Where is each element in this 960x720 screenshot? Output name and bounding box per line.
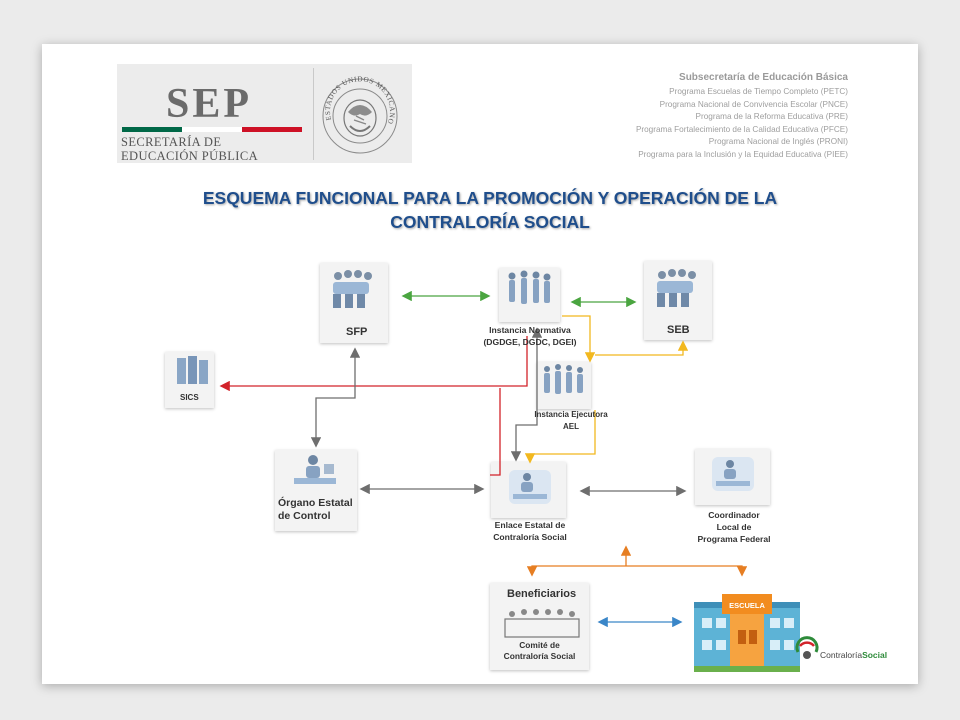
meeting-people-icon [657,269,696,307]
sep-logo-subtitle-2: EDUCACIÓN PÚBLICA [121,149,259,163]
caption-ejecutora-line-1: Instancia Ejecutora [534,410,608,419]
subsecretaria-title: Subsecretaría de Educación Básica [679,72,848,83]
caption-enlace-line-2: Contraloría Social [493,532,567,542]
caption-comite-line-2: Contraloría Social [503,651,576,661]
caption-coordinador-local: Coordinador Local de Programa Federal [680,509,788,545]
meeting-people-icon [333,270,372,308]
caption-ejecutora-line-2: AEL [563,422,579,431]
program-header: Subsecretaría de Educación Básica Progra… [636,72,848,161]
caption-normativa-line-2: (DGDGE, DGDC, DGEI) [483,337,577,347]
diagram-title-line-2: CONTRALORÍA SOCIAL [390,212,590,232]
program-line-1: Programa Escuelas de Tiempo Completo (PE… [669,87,848,96]
caption-instancia-normativa: Instancia Normativa (DGDGE, DGDC, DGEI) [462,324,598,348]
committee-table-icon [504,609,580,638]
label-beneficiarios: Beneficiarios [507,588,577,600]
caption-comite-line-1: Comité de [519,640,560,650]
diagram-title: ESQUEMA FUNCIONAL PARA LA PROMOCIÓN Y OP… [130,186,850,234]
arrow-sfp-organo [310,347,361,448]
node-sfp [320,263,388,343]
arrow-normativa-enlace [510,327,543,462]
node-seb [644,261,712,340]
sep-tricolor-bar [122,127,302,132]
label-sfp: SFP [346,326,368,338]
desk-worker-icon [712,457,754,491]
school-sign: ESCUELA [729,601,765,610]
caption-organo-estatal: Órgano Estatal de Control [278,497,353,523]
caption-coordinador-line-1: Coordinador [708,510,760,520]
server-icon [177,356,208,384]
caption-normativa-line-1: Instancia Normativa [489,325,571,335]
caption-comite: Comité de Contraloría Social [490,640,589,662]
contraloria-social-logo: ContraloríaSocial [795,636,887,660]
people-group-icon [508,270,551,304]
diagram-title-line-1: ESQUEMA FUNCIONAL PARA LA PROMOCIÓN Y OP… [202,188,778,208]
svg-text:ContraloríaSocial: ContraloríaSocial [820,650,887,660]
label-sics: SICS [180,393,199,402]
program-line-3: Programa de la Reforma Educativa (PRE) [695,112,848,121]
line-enlace-red [490,388,501,476]
arrow-beneficiarios-escuela-orange [526,565,748,577]
caption-enlace-line-1: Enlace Estatal de [494,520,566,530]
program-line-5: Programa Nacional de Inglés (PRONI) [708,137,848,146]
program-line-6: Programa para la Inclusión y la Equidad … [638,149,848,159]
label-seb: SEB [667,324,690,336]
program-line-2: Programa Nacional de Convivencia Escolar… [659,99,848,109]
people-group-icon [544,364,583,394]
sep-logo-subtitle-1: SECRETARÍA DE [121,135,222,149]
sep-logo-text: SEP [166,81,253,127]
logo-word-contraloria: Contraloría [820,650,862,660]
arrow-normativa-ejecutora [562,315,596,363]
program-line-4: Programa Fortalecimiento de la Calidad E… [635,124,848,134]
desk-worker-icon [294,455,336,484]
caption-instancia-ejecutora: Instancia Ejecutora AEL [522,409,620,433]
logo-word-social: Social [862,650,887,660]
caption-coordinador-line-3: Programa Federal [697,534,771,544]
caption-coordinador-line-2: Local de [716,522,752,532]
school-building-icon: ESCUELA [694,594,800,672]
caption-organo-line-1: Órgano Estatal [278,497,353,509]
node-beneficiarios [490,583,589,670]
arrow-ejecutora-seb [595,340,689,356]
desk-worker-icon [509,470,551,504]
caption-organo-line-2: de Control [278,510,331,522]
caption-enlace-estatal: Enlace Estatal de Contraloría Social [470,519,590,543]
